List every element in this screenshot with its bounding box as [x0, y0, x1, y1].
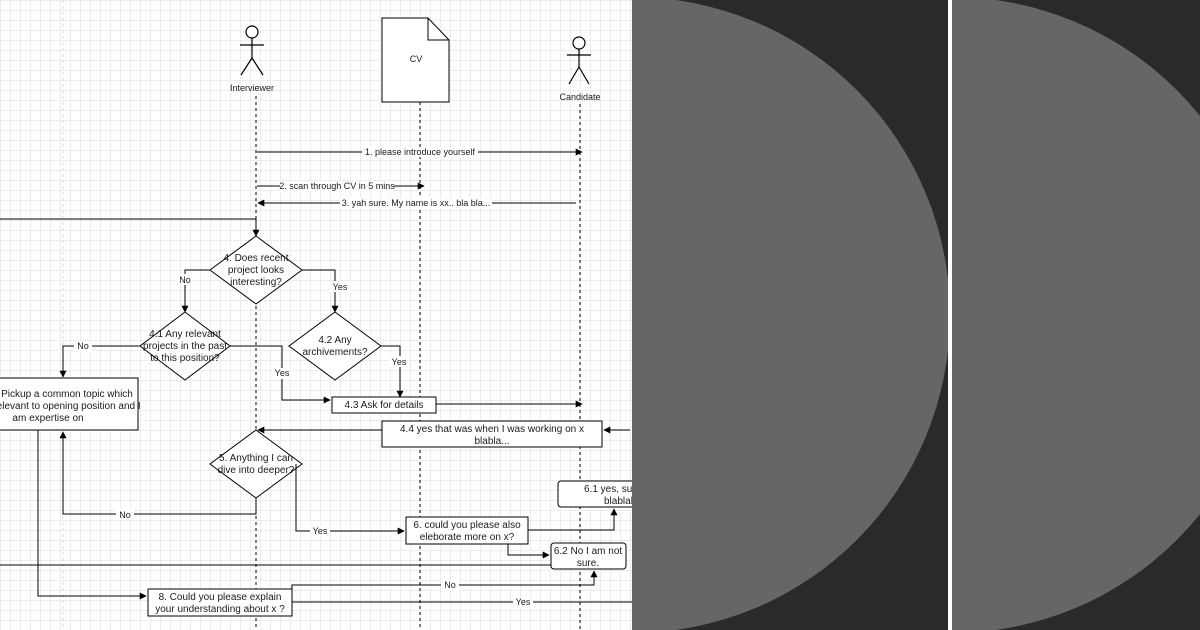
box-6-2-line-2: sure. — [577, 558, 599, 569]
cv-document-icon — [381, 17, 450, 103]
edge-4-1-no — [59, 345, 140, 378]
box-4-4-line-2: blabla... — [474, 436, 509, 447]
edge-5-yes — [295, 464, 405, 535]
decision-5-diamond — [209, 429, 303, 499]
box-pickup-line-1: Pickup a common topic which — [1, 389, 133, 400]
box-6-line-2: eleborate more on x? — [420, 532, 515, 543]
edge-4-1-yes-label: Yes — [275, 368, 290, 378]
cv-label: CV — [410, 54, 423, 64]
edge-5-no-label: No — [119, 510, 131, 520]
panel-divider-2 — [948, 0, 952, 630]
edge-5-no — [59, 431, 257, 515]
candidate-actor-icon — [567, 36, 591, 85]
interviewer-actor-icon — [240, 25, 264, 76]
diagram-canvas: Interviewer CV Candidate 1. please intro… — [0, 0, 632, 630]
message-2-label: 2. scan through CV in 5 mins — [279, 181, 395, 191]
decision-4-1-line-3: to this position? — [150, 353, 220, 364]
box-6-1 — [557, 480, 632, 508]
box-4-3 — [331, 396, 437, 414]
decision-4-line-1: 4. Does recent — [223, 253, 288, 264]
edge-4-2-yes — [381, 345, 404, 398]
decision-4-1-diamond — [139, 311, 231, 381]
box-pickup-topic — [0, 377, 139, 431]
edge-4-no — [181, 269, 210, 313]
message-1-label: 1. please introduce yourself — [365, 147, 476, 157]
box-8-line-2: your understanding about x ? — [155, 604, 285, 615]
decision-4-1-line-2: projects in the past — [143, 341, 227, 352]
dark-panel-1 — [632, 0, 948, 630]
edge-5-yes-label: Yes — [313, 526, 328, 536]
box-4-4-line-1: 4.4 yes that was when I was working on x — [400, 424, 584, 435]
box-6-2 — [550, 542, 627, 570]
box-pickup-line-2: relevant to opening position and I — [0, 401, 141, 412]
gray-circle-1 — [632, 0, 948, 630]
decision-4-line-2: project looks — [228, 265, 284, 276]
edge-pickup-to-8 — [37, 430, 147, 600]
dark-panel-2 — [952, 0, 1200, 630]
sequence-flowchart: Interviewer CV Candidate 1. please intro… — [0, 0, 632, 630]
interviewer-label: Interviewer — [230, 83, 274, 93]
box-6 — [405, 516, 529, 545]
decision-4-1-line-1: 4.1 Any relevant — [149, 329, 221, 340]
decision-5-line-1: 5. Anything I can — [219, 453, 293, 464]
decision-5-line-2: dive into deeper? — [218, 465, 295, 476]
edge-8-no-label: No — [444, 580, 456, 590]
box-6-line-1: 6. could you please also — [413, 520, 521, 531]
decision-4-diamond — [209, 235, 303, 305]
decision-4-2-line-2: archivements? — [302, 347, 367, 358]
edge-4-1-no-label: No — [77, 341, 89, 351]
message-3-label: 3. yah sure. My name is xx.. bla bla... — [342, 198, 491, 208]
loop-into-decision-4 — [0, 218, 260, 237]
box-6-1-line-1: 6.1 yes, sure. — [584, 484, 632, 495]
decision-4-2-line-1: 4.2 Any — [318, 335, 351, 346]
edge-4-no-label: No — [179, 275, 191, 285]
gray-circle-2 — [952, 0, 1200, 630]
edge-8-yes-label: Yes — [516, 597, 531, 607]
box-6-1-line-2: blablabla — [604, 496, 632, 507]
edge-4-2-yes-label: Yes — [392, 357, 407, 367]
candidate-label: Candidate — [559, 92, 600, 102]
box-pickup-line-3: am expertise on — [12, 413, 83, 424]
box-8-line-1: 8. Could you please explain — [159, 592, 282, 603]
edge-4-yes-label: Yes — [333, 282, 348, 292]
decision-4-2-diamond — [288, 311, 382, 381]
edge-4-yes — [302, 269, 339, 313]
edge-6-to-6-1 — [528, 508, 618, 531]
box-6-2-line-1: 6.2 No I am not — [554, 546, 623, 557]
decision-4-line-3: interesting? — [230, 277, 282, 288]
box-4-4 — [381, 420, 603, 448]
box-4-3-text: 4.3 Ask for details — [345, 400, 424, 411]
box-8 — [147, 588, 293, 617]
edge-6-to-6-2 — [507, 544, 550, 559]
